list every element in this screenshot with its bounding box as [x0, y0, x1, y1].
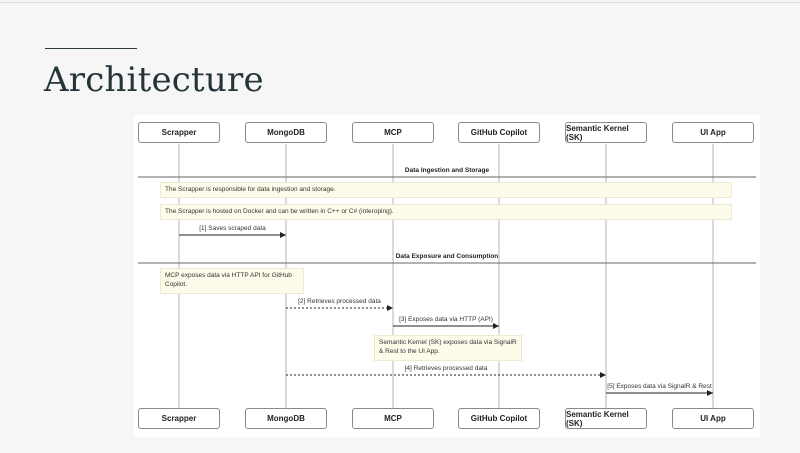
slide-title: Architecture: [44, 60, 264, 100]
sequence-diagram: Scrapper MongoDB MCP GitHub Copilot Sema…: [134, 115, 760, 437]
participant-mcp-bottom: MCP: [352, 408, 434, 429]
section-label-exposure: Data Exposure and Consumption: [395, 253, 499, 260]
note-sk-exposure: Semantic Kernel (SK) exposes data via Si…: [374, 335, 522, 361]
top-border: [0, 2, 800, 3]
note-mcp-api: MCP exposes data via HTTP API for GitHub…: [160, 268, 304, 294]
participant-scrapper-bottom: Scrapper: [138, 408, 220, 429]
message-label-2: [2] Retrieves processed data: [298, 298, 381, 305]
title-rule: [45, 48, 137, 49]
participant-scrapper-top: Scrapper: [138, 122, 220, 143]
participant-copilot-bottom: GitHub Copilot: [458, 408, 540, 429]
message-label-1: [1] Saves scraped data: [199, 225, 266, 232]
note-scrapper-role: The Scrapper is responsible for data ing…: [160, 182, 732, 198]
message-label-4: [4] Retrieves processed data: [404, 365, 488, 372]
note-scrapper-hosting: The Scrapper is hosted on Docker and can…: [160, 204, 732, 220]
participant-mcp-top: MCP: [352, 122, 434, 143]
participant-uiapp-bottom: UI App: [672, 408, 754, 429]
participant-uiapp-top: UI App: [672, 122, 754, 143]
message-label-5: [5] Exposes data via SignalR & Rest: [607, 383, 712, 390]
section-label-ingestion: Data Ingestion and Storage: [404, 167, 490, 174]
participant-copilot-top: GitHub Copilot: [458, 122, 540, 143]
message-label-3: [3] Exposes data via HTTP (API): [399, 316, 493, 323]
participant-mongodb-top: MongoDB: [245, 122, 327, 143]
participant-mongodb-bottom: MongoDB: [245, 408, 327, 429]
participant-sk-top: Semantic Kernel (SK): [565, 122, 647, 143]
participant-sk-bottom: Semantic Kernel (SK): [565, 408, 647, 429]
